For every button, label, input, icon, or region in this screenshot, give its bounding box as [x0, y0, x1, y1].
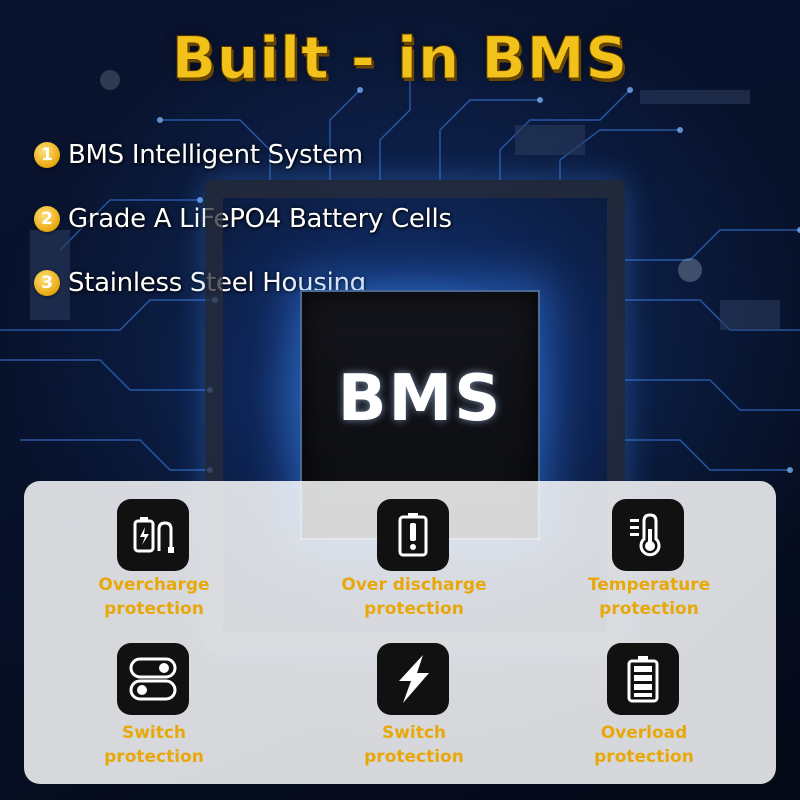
feature-item: 1 BMS Intelligent System [34, 138, 452, 172]
current-surge-icon: A [377, 643, 449, 715]
feature-list: 1 BMS Intelligent System 2 Grade A LiFeP… [34, 138, 452, 330]
protection-label: Overload protection [594, 723, 694, 767]
protection-label: Switch protection [104, 723, 204, 767]
temperature-icon [612, 499, 684, 571]
overcharge-icon [117, 499, 189, 571]
protection-label: Over discharge protection [341, 575, 487, 619]
feature-item: 2 Grade A LiFePO4 Battery Cells [34, 202, 452, 236]
protection-label: Switch protection [364, 723, 464, 767]
number-badge: 3 [34, 270, 60, 296]
feature-text: Grade A LiFePO4 Battery Cells [68, 204, 452, 234]
svg-text:A: A [415, 683, 429, 704]
protection-label: Overcharge protection [98, 575, 210, 619]
protection-panel: Overcharge protection Over discharge pro… [24, 481, 776, 784]
battery-full-icon [607, 643, 679, 715]
number-badge: 1 [34, 142, 60, 168]
toggle-switch-icon [117, 643, 189, 715]
number-badge: 2 [34, 206, 60, 232]
protection-label: Temperature protection [587, 575, 711, 619]
over-discharge-icon [377, 499, 449, 571]
headline: Built - in BMS [171, 24, 629, 93]
feature-text: BMS Intelligent System [68, 140, 363, 170]
chip-label: BMS [337, 362, 503, 436]
